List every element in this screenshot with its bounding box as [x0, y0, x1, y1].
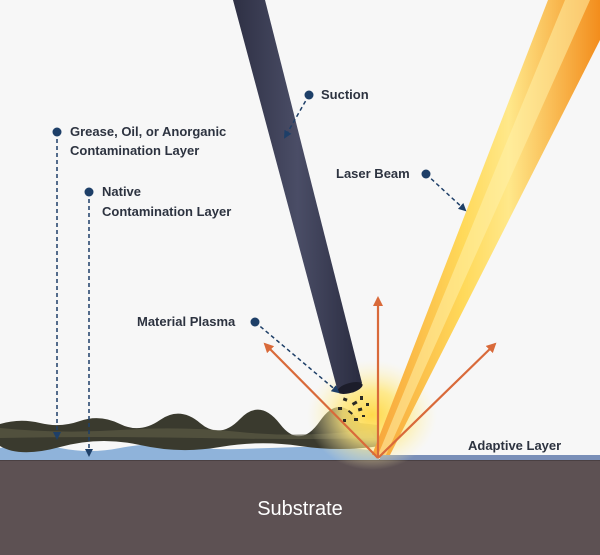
- laser-leader-line: [425, 173, 467, 212]
- native-label-dot: [84, 187, 94, 197]
- suction-leader-line: [284, 94, 310, 139]
- adaptive-layer-label: Adaptive Layer: [468, 438, 561, 453]
- native-contamination-layer: [0, 444, 380, 460]
- debris-particles: [338, 396, 369, 422]
- suction-label: Suction: [321, 87, 369, 102]
- grease-label-line2: Contamination Layer: [70, 143, 199, 158]
- adaptive-layer-band: [380, 455, 600, 460]
- plasma-label-dot: [250, 317, 260, 327]
- laser-beam-label: Laser Beam: [336, 166, 410, 181]
- grease-label-dot: [52, 127, 62, 137]
- laser-label-dot: [421, 169, 431, 179]
- plasma-arrow-left: [263, 342, 379, 459]
- suction-nozzle-opening: [337, 382, 363, 394]
- substrate-label: Substrate: [257, 498, 343, 520]
- plasma-arrow-right: [377, 342, 497, 459]
- substrate-block: [0, 460, 600, 555]
- contamination-texture: [0, 428, 375, 439]
- native-label-line1: Native: [102, 184, 141, 199]
- plasma-arrows: [263, 296, 497, 459]
- laser-beam-core: [378, 0, 590, 455]
- native-label-line2: Contamination Layer: [102, 204, 231, 219]
- material-plasma-label: Material Plasma: [137, 314, 236, 329]
- suction-nozzle: [233, 0, 362, 392]
- suction-label-dot: [304, 90, 314, 100]
- grease-label-line1: Grease, Oil, or Anorganic: [70, 124, 226, 139]
